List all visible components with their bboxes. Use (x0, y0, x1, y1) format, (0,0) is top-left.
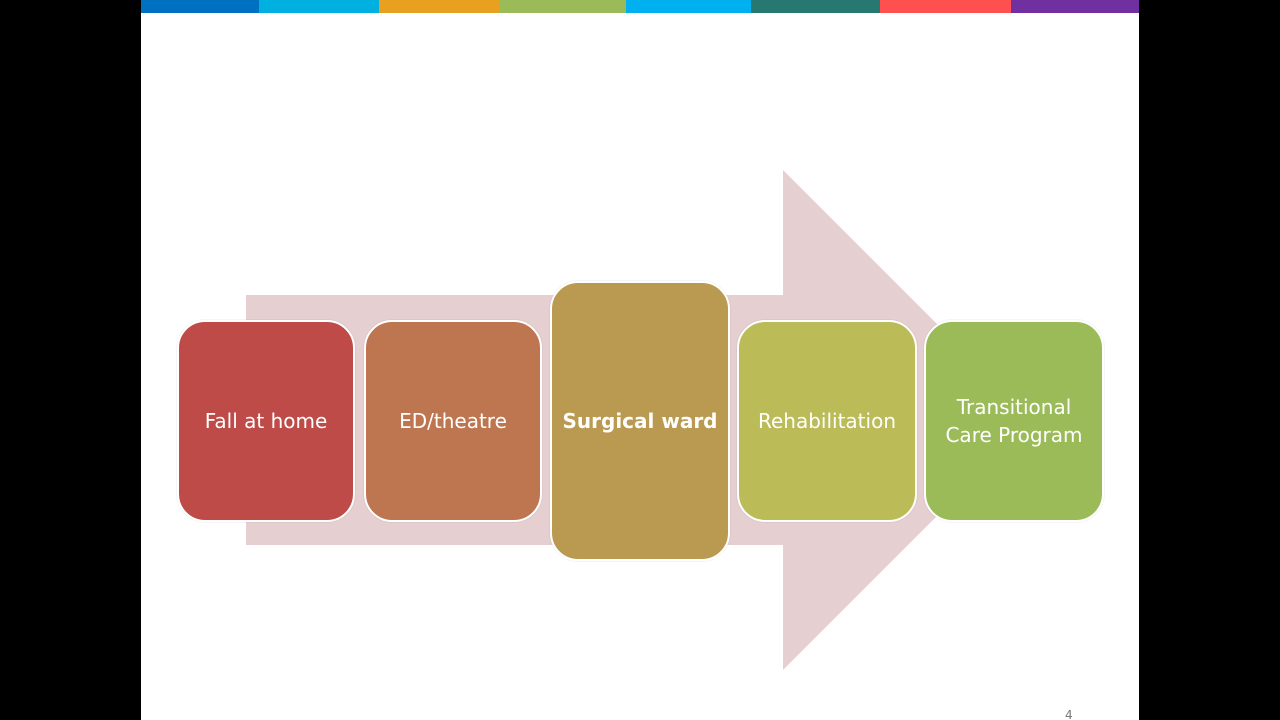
step-rehabilitation: Rehabilitation (737, 320, 917, 522)
slide: Fall at home ED/theatre Surgical ward Re… (141, 0, 1139, 720)
page-number: 4 (1065, 708, 1073, 720)
step-label: Surgical ward (562, 409, 718, 433)
color-segment (880, 0, 1011, 13)
color-segment (141, 0, 259, 13)
step-label: Transitional Care Program (945, 393, 1082, 449)
top-color-bar (141, 0, 1139, 13)
color-segment (379, 0, 500, 13)
step-transitional-care-program: Transitional Care Program (924, 320, 1104, 522)
color-segment (751, 0, 880, 13)
step-label: Fall at home (204, 409, 328, 433)
step-label: Rehabilitation (757, 409, 896, 433)
color-segment (626, 0, 751, 13)
step-ed-theatre: ED/theatre (364, 320, 542, 522)
color-segment (259, 0, 379, 13)
step-surgical-ward: Surgical ward (550, 281, 730, 561)
color-segment (1011, 0, 1139, 13)
color-segment (500, 0, 626, 13)
step-label-line2: Care Program (945, 423, 1083, 447)
step-fall-at-home: Fall at home (177, 320, 355, 522)
step-label-line1: Transitional (956, 395, 1072, 419)
step-label: ED/theatre (399, 409, 507, 433)
